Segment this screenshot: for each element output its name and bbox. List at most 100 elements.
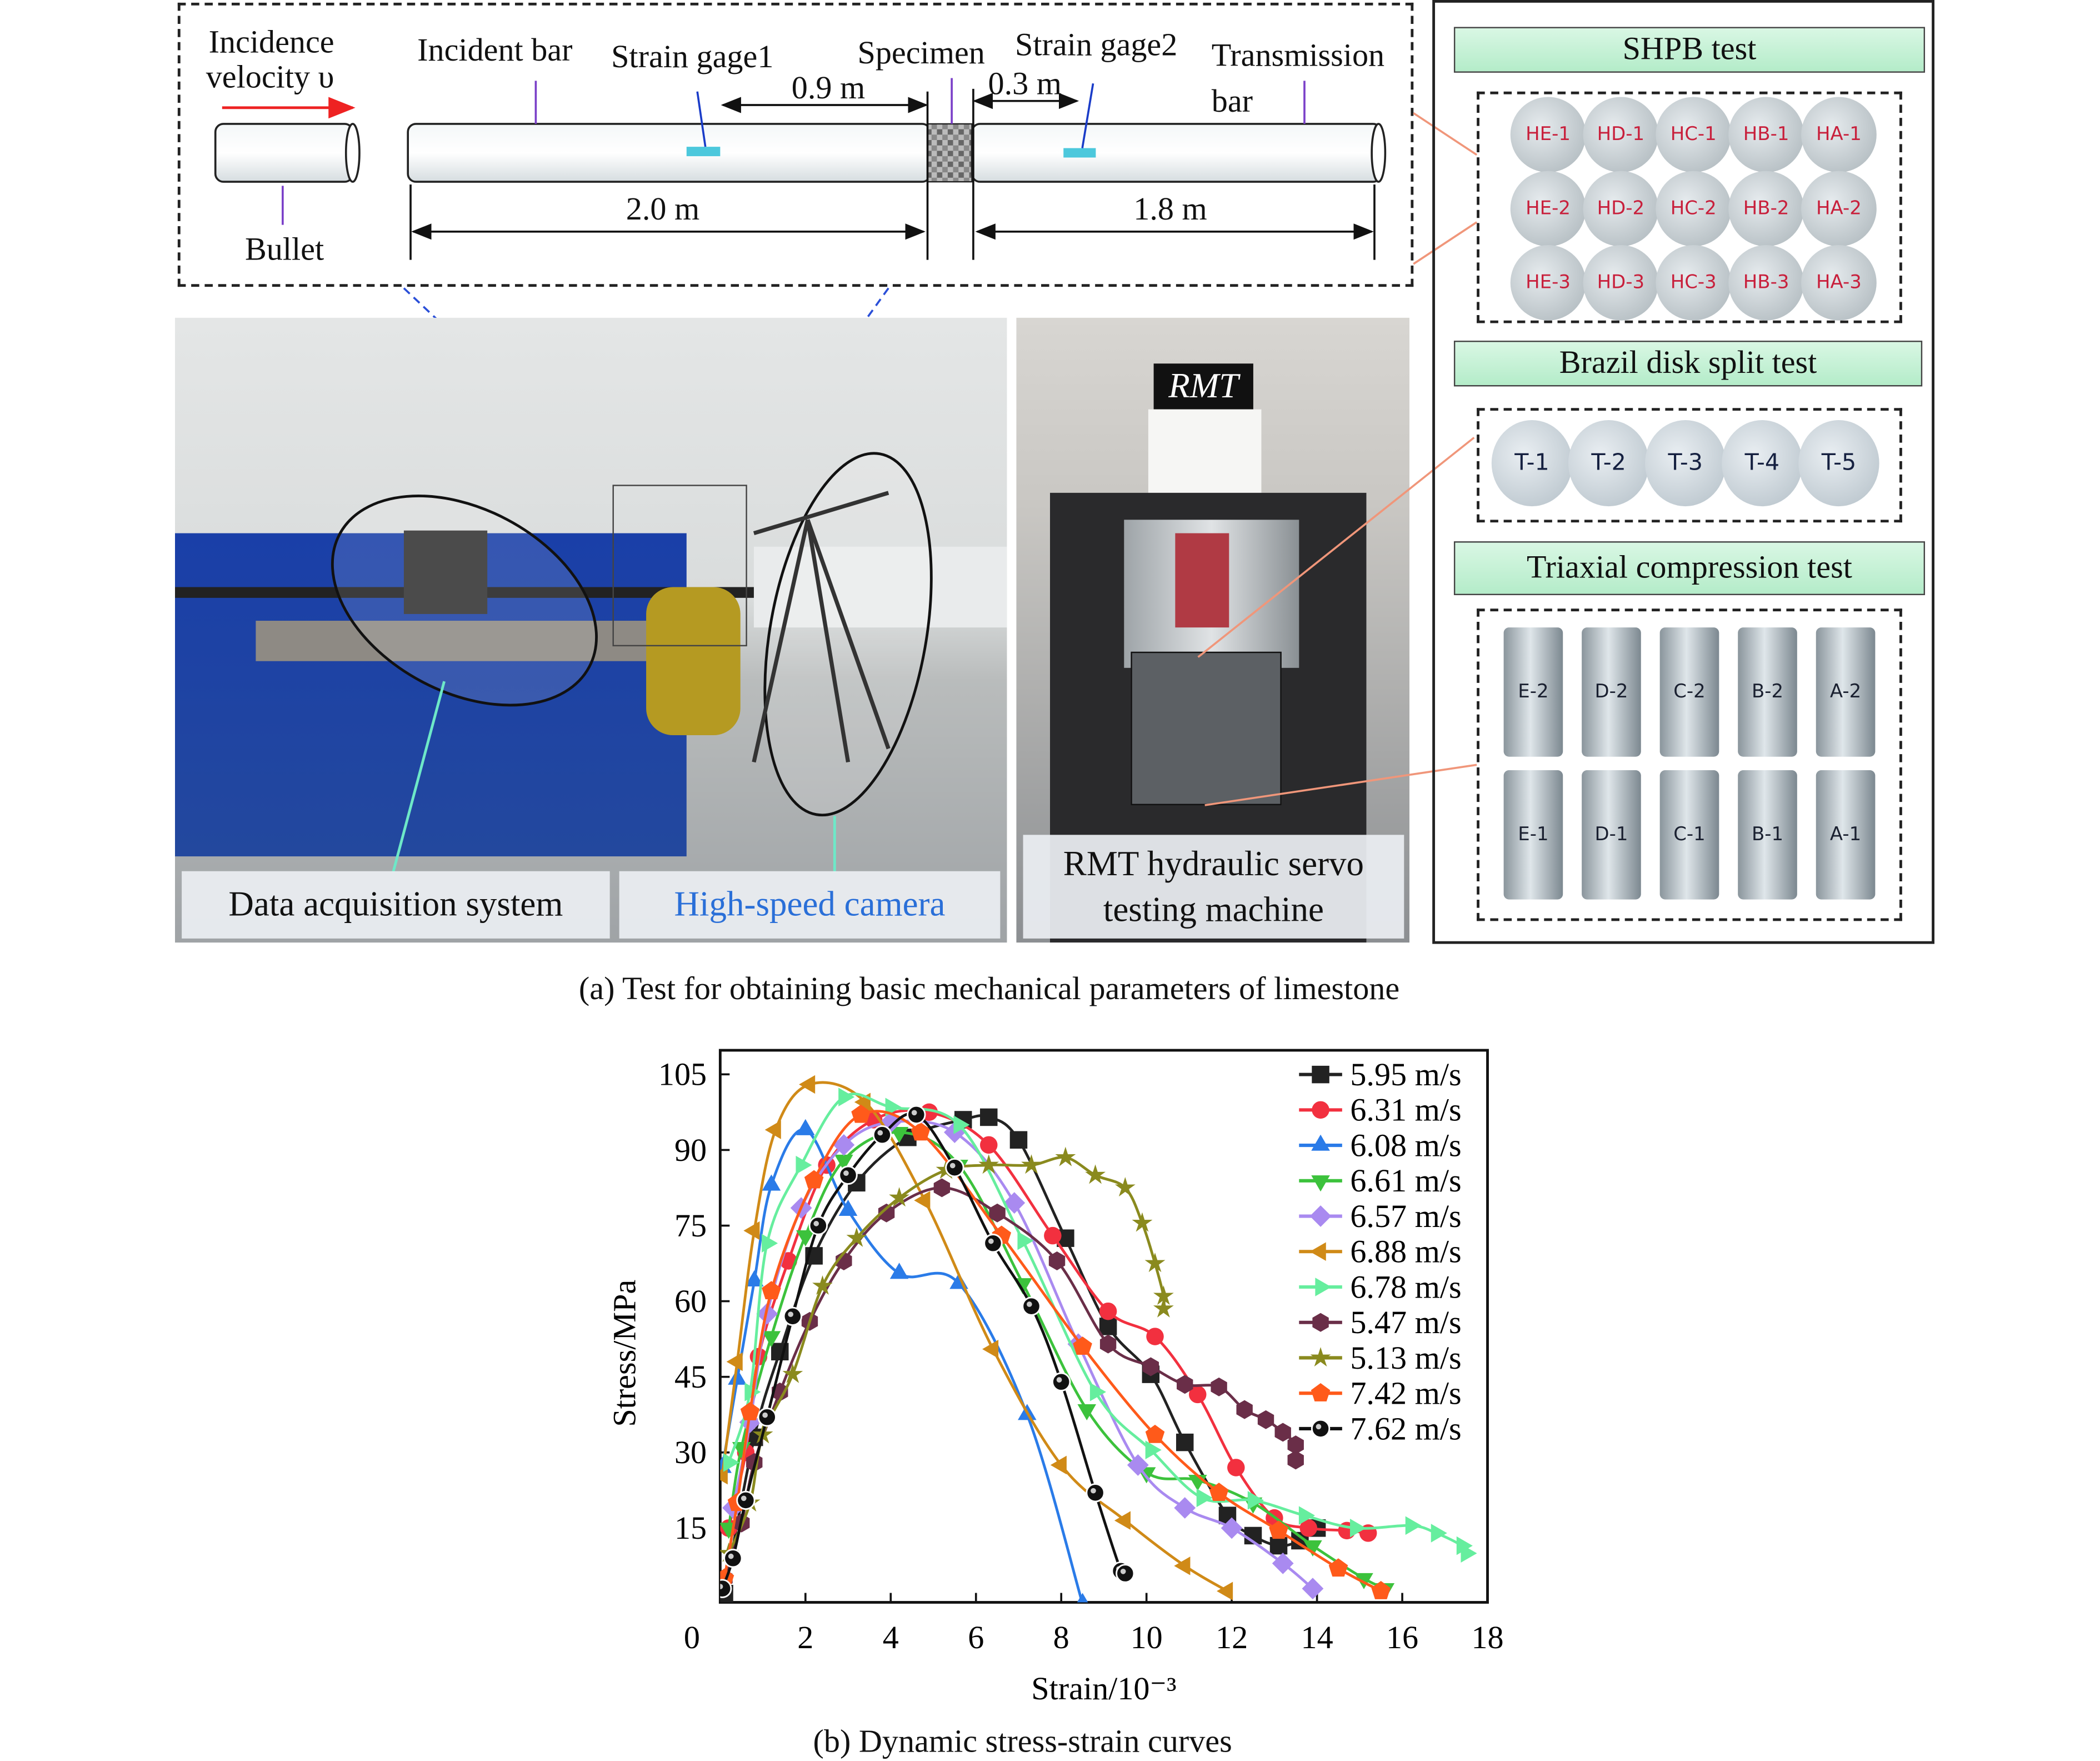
x-tick-label: 2 [797, 1619, 813, 1655]
legend-item: 6.57 m/s [1299, 1198, 1462, 1234]
strain-gage2-label: Strain gage2 [1015, 28, 1178, 63]
data-point [720, 1579, 732, 1598]
data-point-highlight [843, 1170, 849, 1176]
data-point-highlight [741, 1495, 747, 1501]
y-tick-label: 90 [674, 1132, 707, 1168]
triaxial-specimen: C-2 [1659, 627, 1719, 757]
series-line [721, 1112, 1127, 1589]
data-point [1142, 1357, 1159, 1376]
shpb-specimen: HC-2 [1656, 171, 1732, 247]
brazil-disk-specimen: T-1 [1491, 420, 1573, 507]
data-point [1153, 1285, 1174, 1305]
data-point [1017, 1231, 1034, 1250]
series-line [727, 1092, 1468, 1554]
legend-marker [1312, 1101, 1329, 1119]
data-point [872, 1125, 892, 1145]
data-point [1145, 1424, 1165, 1443]
series-608 [720, 1119, 1088, 1603]
triaxial-specimen: E-1 [1503, 770, 1563, 900]
shpb-schematic-drawing [214, 78, 1387, 486]
legend-marker [1311, 1419, 1331, 1439]
data-point [762, 1234, 778, 1253]
data-point [799, 1075, 816, 1094]
camera-tripod [752, 491, 891, 763]
legend-item: 6.08 m/s [1299, 1127, 1462, 1163]
shpb-specimen: HC-1 [1656, 97, 1732, 173]
data-point [933, 1178, 951, 1198]
data-point [1127, 1454, 1149, 1476]
data-point-highlight [720, 1584, 723, 1589]
data-point [1048, 1251, 1066, 1270]
strain-gage2 [1063, 148, 1096, 158]
series-line [721, 1128, 1084, 1603]
data-point [914, 1191, 931, 1210]
legend-label: 5.95 m/s [1350, 1056, 1461, 1092]
data-point [1303, 1540, 1322, 1557]
triaxial-specimen: D-2 [1582, 627, 1641, 757]
data-point [889, 1263, 909, 1279]
data-point [1085, 1164, 1106, 1184]
data-point [980, 1136, 998, 1154]
data-point [1003, 1192, 1026, 1214]
series-742 [720, 1104, 1391, 1599]
caption-b: (b) Dynamic stress-strain curves [813, 1724, 1232, 1760]
triaxial-specimens-box [1477, 608, 1902, 921]
data-point [838, 1199, 858, 1216]
data-point [1349, 1519, 1367, 1538]
data-point [1302, 1578, 1324, 1600]
legend-marker [1312, 1313, 1329, 1332]
data-point [838, 1165, 858, 1185]
legend-label: 7.42 m/s [1350, 1375, 1461, 1411]
triaxial-specimen: E-2 [1503, 627, 1563, 757]
data-point [1132, 1212, 1153, 1232]
data-point-highlight [813, 1221, 819, 1226]
legend-label: 6.88 m/s [1350, 1234, 1461, 1270]
series-line [727, 1109, 1368, 1535]
data-point [744, 1270, 764, 1286]
x-tick-label: 18 [1471, 1619, 1503, 1655]
data-point [1209, 1483, 1229, 1501]
strain-gage1 [686, 147, 721, 157]
x-tick-label: 10 [1131, 1619, 1163, 1655]
zoom-region [612, 485, 747, 647]
legend-label: 5.13 m/s [1350, 1340, 1461, 1376]
data-point [1257, 1410, 1274, 1429]
data-point [1269, 1520, 1288, 1539]
data-point [1077, 1404, 1097, 1421]
data-point [1153, 1298, 1174, 1318]
data-point [1287, 1450, 1304, 1470]
legend-label: 6.61 m/s [1350, 1163, 1461, 1199]
brazil-specimens-box [1477, 408, 1902, 523]
legend-label: 6.08 m/s [1350, 1127, 1461, 1163]
data-point-highlight [1027, 1301, 1032, 1307]
data-point [1196, 1488, 1213, 1508]
shpb-specimen: HB-1 [1728, 97, 1804, 173]
x-tick-label: 12 [1216, 1619, 1248, 1655]
rmt-photo: RMT RMT hydraulic servo testing machine [1016, 317, 1409, 943]
data-point [808, 1216, 828, 1235]
data-point [1009, 1131, 1028, 1149]
x-tick-label: 16 [1386, 1619, 1418, 1655]
shpb-specimen: HD-3 [1583, 245, 1659, 321]
cylinder-label [1175, 533, 1229, 628]
legend-marker [1310, 1347, 1331, 1367]
rmt-label-line1: RMT hydraulic servo [1063, 844, 1364, 884]
legend-item: 7.42 m/s [1299, 1375, 1462, 1411]
data-point [1052, 1372, 1071, 1391]
data-point [728, 1368, 747, 1385]
data-point [1227, 1459, 1245, 1476]
data-point [1431, 1524, 1447, 1543]
data-acquisition-label: Data acquisition system [182, 871, 610, 939]
data-point [838, 1087, 855, 1106]
data-point [1021, 1154, 1042, 1174]
triaxial-specimen: A-2 [1816, 627, 1876, 757]
shpb-specimen: HE-2 [1510, 171, 1586, 247]
x-tick-label: 8 [1053, 1619, 1069, 1655]
data-point [764, 1120, 781, 1139]
data-point [989, 1203, 1006, 1223]
rmt-sign: RMT [1153, 363, 1253, 410]
shpb-specimen: HA-3 [1801, 245, 1877, 321]
data-point-highlight [788, 1311, 794, 1318]
data-point [980, 1108, 998, 1126]
